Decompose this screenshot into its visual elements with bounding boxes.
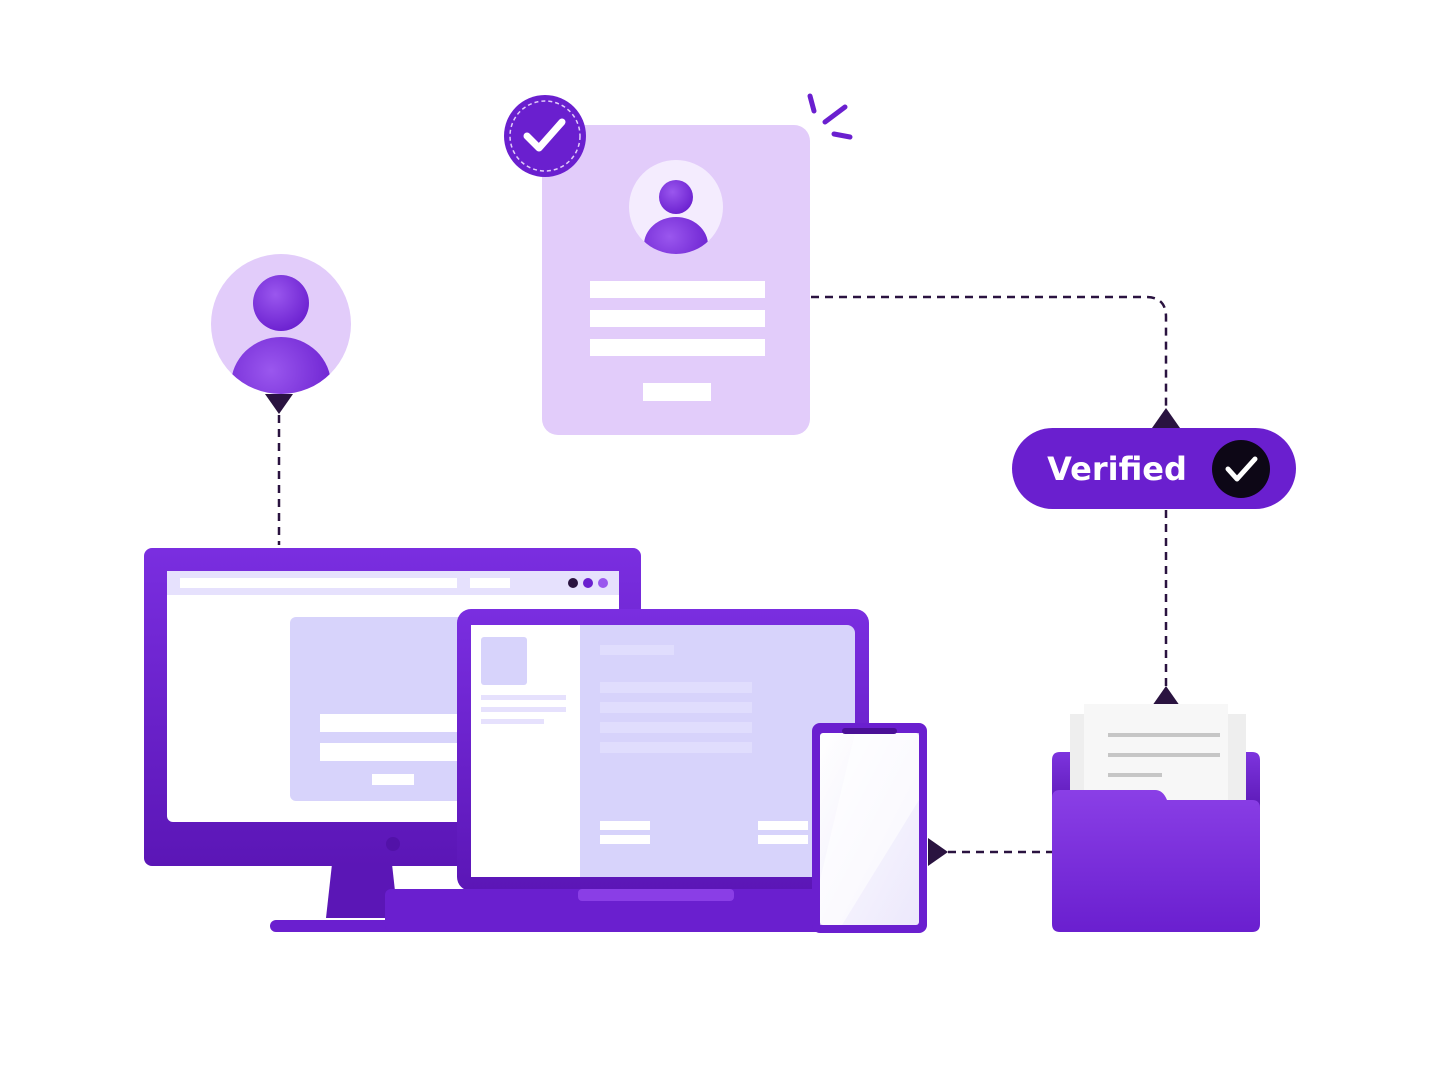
smartphone-icon (812, 723, 927, 933)
checkmark-icon (1212, 440, 1270, 498)
profile-card-icon (542, 125, 810, 435)
card-field-2 (590, 310, 765, 327)
laptop-icon (385, 609, 885, 932)
arrow-right-icon (928, 838, 948, 866)
connector-lines (277, 295, 1168, 854)
verified-badge: Verified (1012, 428, 1296, 509)
verified-check-icon (504, 95, 586, 177)
connector-arrowheads (265, 394, 1180, 866)
arrow-up-icon (1152, 686, 1180, 706)
arrow-down-icon (265, 394, 293, 414)
verified-label: Verified (1047, 450, 1187, 488)
connector-card-verified (811, 295, 1168, 408)
folder-documents-icon (1052, 704, 1260, 932)
card-button (643, 383, 711, 401)
user-avatar-icon (211, 254, 351, 394)
sparkle-icon (807, 93, 853, 140)
card-field-3 (590, 339, 765, 356)
arrow-up-icon (1152, 408, 1180, 428)
card-field-1 (590, 281, 765, 298)
